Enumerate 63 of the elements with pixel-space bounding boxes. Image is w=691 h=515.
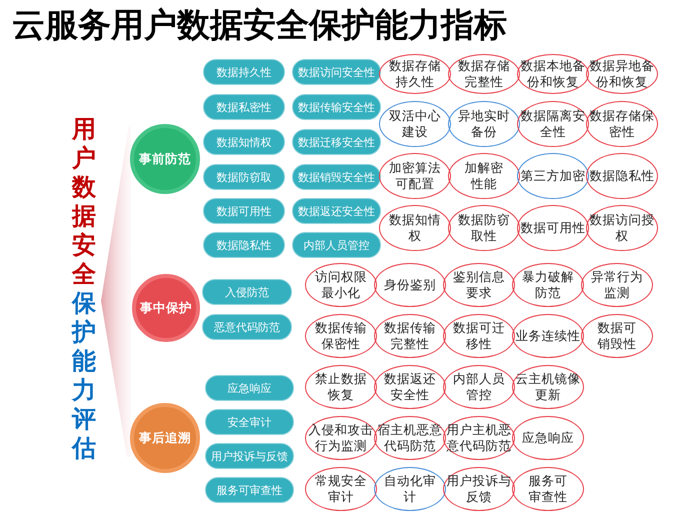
indicator-oval: 数据传输完整性 (374, 314, 446, 358)
indicator-oval: 用户投诉与反馈 (443, 467, 515, 511)
indicator-oval: 加密算法可配置 (379, 153, 451, 199)
indicator-oval: 入侵和攻击行为监测 (305, 416, 377, 460)
category-pill: 应急响应 (205, 375, 294, 401)
indicator-oval: 数据可迁移性 (443, 314, 515, 358)
bracket-wedge (101, 125, 131, 457)
indicator-oval: 异常行为监测 (581, 263, 653, 307)
indicator-oval: 云主机镜像更新 (512, 365, 584, 409)
category-pill: 数据私密性 (203, 94, 285, 120)
category-pill: 数据知情权 (203, 129, 285, 155)
category-pill: 数据销毁安全性 (292, 164, 381, 190)
indicator-oval: 异地实时备份 (448, 101, 520, 147)
indicator-oval: 数据存储完整性 (448, 54, 520, 94)
phase-circle: 事中保护 (132, 274, 200, 342)
indicator-oval: 数据隔离安全性 (517, 101, 589, 147)
indicator-oval: 双活中心建设 (379, 101, 451, 147)
indicator-oval: 鉴别信息要求 (443, 263, 515, 307)
page-title: 云服务用户数据安全保护能力指标 (12, 4, 507, 46)
indicator-oval: 加解密性能 (448, 153, 520, 199)
category-pill: 数据持久性 (203, 59, 285, 85)
category-pill: 数据迁移安全性 (292, 129, 381, 155)
indicator-oval: 数据存储持久性 (379, 54, 451, 94)
vertical-heading: 用户数据安全 (71, 115, 97, 289)
indicator-oval: 第三方加密 (517, 153, 589, 199)
indicator-oval: 访问权限最小化 (305, 263, 377, 307)
indicator-oval: 数据本地备份和恢复 (517, 54, 589, 94)
indicator-oval: 服务可审查性 (512, 467, 584, 511)
category-pill: 数据防窃取 (203, 164, 285, 190)
indicator-oval: 数据可销毁性 (581, 314, 653, 358)
category-pill: 服务可审查性 (205, 477, 294, 503)
indicator-oval: 内部人员管控 (443, 365, 515, 409)
category-pill: 内部人员管控 (292, 232, 381, 258)
indicator-oval: 自动化审计 (374, 467, 446, 511)
category-pill: 数据传输安全性 (292, 94, 381, 120)
indicator-oval: 数据知情权 (379, 205, 451, 251)
indicator-oval: 应急响应 (512, 416, 584, 460)
indicator-oval: 数据访问授权 (586, 205, 658, 251)
category-pill: 数据访问安全性 (292, 59, 381, 85)
category-pill: 用户投诉与反馈 (205, 443, 294, 469)
phase-circle: 事前防范 (130, 124, 200, 194)
indicator-oval: 宿主机恶意代码防范 (374, 416, 446, 460)
indicator-oval: 用户主机恶意代码防范 (443, 416, 515, 460)
category-pill: 恶意代码防范 (202, 314, 292, 340)
vertical-heading: 保护能力评估 (71, 289, 97, 463)
indicator-oval: 数据异地备份和恢复 (586, 54, 658, 94)
indicator-oval: 数据传输保密性 (305, 314, 377, 358)
category-pill: 安全审计 (205, 409, 294, 435)
category-pill: 数据隐私性 (203, 232, 285, 258)
indicator-oval: 数据防窃取性 (448, 205, 520, 251)
category-pill: 入侵防范 (202, 279, 292, 305)
indicator-oval: 数据可用性 (517, 205, 589, 251)
phase-circle: 事后追溯 (130, 403, 200, 473)
indicator-oval: 数据隐私性 (586, 153, 658, 199)
indicator-oval: 禁止数据恢复 (305, 365, 377, 409)
indicator-oval: 数据返还安全性 (374, 365, 446, 409)
category-pill: 数据可用性 (203, 198, 285, 224)
category-pill: 数据返还安全性 (292, 198, 381, 224)
indicator-oval: 暴力破解防范 (512, 263, 584, 307)
indicator-oval: 常规安全审计 (305, 467, 377, 511)
indicator-oval: 身份鉴别 (374, 263, 446, 307)
indicator-oval: 数据存储保密性 (586, 101, 658, 147)
indicator-oval: 业务连续性 (512, 314, 584, 358)
